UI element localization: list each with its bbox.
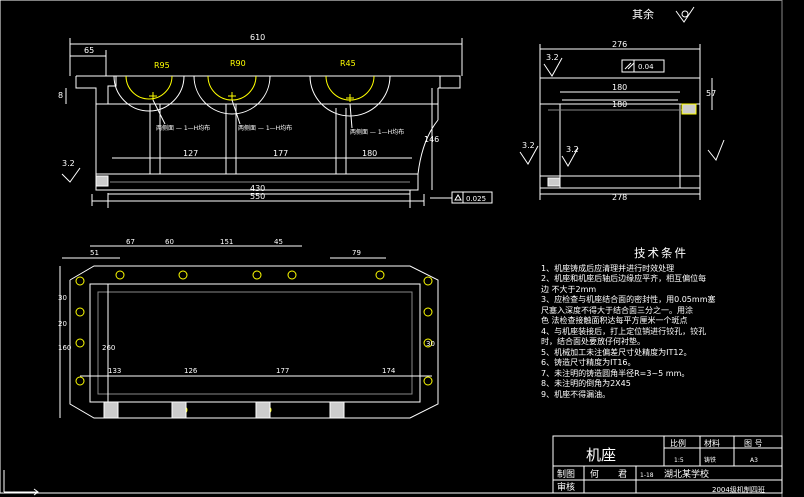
- header-scale: 比例: [670, 438, 686, 448]
- tech-item: 7、未注明的铸造圆角半径R=3~5 mm。: [541, 368, 690, 378]
- tech-item: 2、机座和机座后轴后边缘应平齐，相互偏位每: [541, 274, 707, 283]
- plan-view-labels: 67 60 151 45 79 51 133 126 177 174 30 20…: [58, 238, 435, 375]
- roughness-side-3: 3.2: [566, 145, 579, 154]
- tech-item: 8、未注明的倒角为2X45: [541, 379, 631, 388]
- dim-550: 550: [250, 192, 265, 201]
- tech-item: 1、机座铸成后应清理并进行时效处理: [541, 263, 675, 273]
- front-view-labels: 610 65 430 550 127 177 180 R95 R90 R45 1…: [58, 33, 486, 203]
- tech-item: 3、应检查与机座结合面的密封性，用0.05mm塞: [541, 295, 716, 304]
- tech-item: 边 不大于2mm: [541, 284, 597, 294]
- note-side-1: 两侧面 — 1—H均布: [156, 124, 210, 132]
- side-view: [519, 44, 725, 200]
- header-drawing-no: 图 号: [744, 439, 763, 448]
- flatness-value: 0.025: [466, 195, 486, 203]
- header-material: 材料: [704, 438, 720, 448]
- class-info: 2004级机制四班: [712, 485, 765, 494]
- row-draw-person: 何: [590, 468, 599, 480]
- dim-180-b: 180: [612, 100, 627, 109]
- dim-57: 57: [706, 89, 716, 98]
- tech-requirements: 技术条件 1、机座铸成后应清理并进行时效处理 2、机座和机座后轴后边缘应平齐，相…: [541, 248, 781, 400]
- drawing-frame: [0, 0, 783, 497]
- row-draw-date: 1-18: [640, 472, 654, 479]
- row-draw-extra: 君: [618, 469, 627, 480]
- plan-dim-126: 126: [184, 367, 198, 375]
- value-scale: 1:5: [674, 457, 684, 464]
- plan-dim-160: 160: [58, 344, 71, 352]
- plan-dim-30-b: 30: [426, 340, 435, 348]
- tech-item: 5、机械加工未注偏差尺寸处精度为IT12。: [541, 347, 692, 357]
- roughness-side-1: 3.2: [546, 53, 559, 62]
- tech-item: 6、铸造尺寸精度为IT16。: [541, 358, 636, 367]
- tech-item: 4、与机座装接后，打上定位销进行铰孔，铰孔: [541, 326, 707, 336]
- plan-dim-51: 51: [90, 249, 99, 257]
- dim-r90: R90: [230, 59, 246, 68]
- tech-item: 时，结合面处要放仔何衬垫。: [541, 337, 645, 346]
- plan-dim-177: 177: [276, 367, 289, 375]
- row-review-label: 审核: [557, 481, 575, 493]
- plan-dim-20: 20: [58, 320, 67, 328]
- dim-8: 8: [58, 91, 63, 100]
- note-side-3: 两侧面 — 1—H均布: [350, 128, 404, 136]
- dim-65: 65: [84, 46, 94, 55]
- plan-dim-67: 67: [126, 238, 135, 246]
- part-name: 机座: [586, 446, 616, 464]
- tech-item: 色 法检查接触面积达每平方厘米一个斑点: [541, 316, 688, 325]
- front-view: [61, 38, 493, 208]
- plan-dim-174: 174: [382, 367, 396, 375]
- value-drawing-no: A3: [750, 457, 758, 464]
- roughness-front: 3.2: [62, 159, 75, 168]
- plan-dim-79: 79: [352, 249, 361, 257]
- note-side-2: 两侧面 — 1—H均布: [238, 124, 292, 132]
- dim-127: 127: [183, 149, 198, 158]
- dim-177: 177: [273, 149, 288, 158]
- plan-dim-260: 260: [102, 344, 115, 352]
- tech-item: 尺塞入深度不得大于结合面三分之一。用涂: [541, 305, 693, 315]
- dim-r45: R45: [340, 59, 356, 68]
- title-block-text: 机座 比例 材料 图 号 1:5 铸铁 A3 制图 何 君 1-18 审核 湖北…: [557, 438, 765, 494]
- side-view-labels: 276 180 180 278 57 0.04 3.2 3.2 3.2: [522, 40, 716, 202]
- parallel-value: 0.04: [638, 63, 654, 71]
- tech-item: 9、机座不得漏油。: [541, 389, 611, 399]
- roughness-note: 其余: [632, 7, 654, 21]
- plan-dim-60: 60: [165, 238, 174, 246]
- plan-dim-45: 45: [274, 238, 283, 246]
- plan-view: [59, 245, 439, 419]
- value-material: 铸铁: [704, 456, 716, 464]
- dim-r95: R95: [154, 61, 170, 70]
- ucs-axis-icon: [3, 470, 39, 496]
- dim-610: 610: [250, 33, 265, 42]
- roughness-symbol-global: [675, 6, 695, 23]
- dim-430: 430: [250, 184, 265, 193]
- plan-dim-151: 151: [220, 238, 233, 246]
- dim-278: 278: [612, 193, 627, 202]
- dim-180-a: 180: [612, 83, 627, 92]
- title-block-frame: [552, 435, 783, 494]
- dim-146: 146: [424, 135, 439, 144]
- row-draw-label: 制图: [557, 468, 575, 480]
- school-name: 湖北某学校: [664, 468, 709, 480]
- dim-276: 276: [612, 40, 627, 49]
- plan-dim-133: 133: [108, 367, 121, 375]
- roughness-side-2: 3.2: [522, 141, 535, 150]
- plan-dim-30-a: 30: [58, 294, 67, 302]
- dim-180: 180: [362, 149, 377, 158]
- tech-requirements-title: 技术条件: [634, 246, 688, 260]
